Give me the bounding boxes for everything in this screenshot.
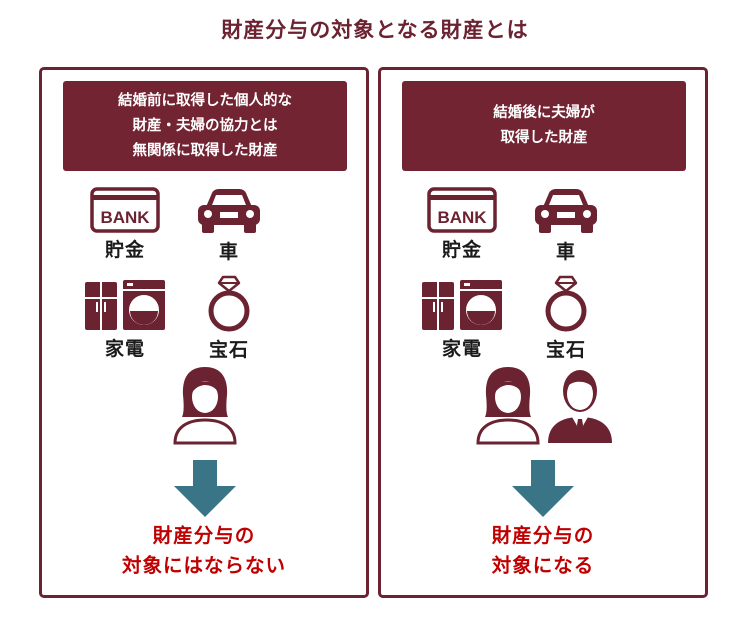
panel-header: 結婚前に取得した個人的な 財産・夫婦の協力とは 無関係に取得した財産 [63,81,347,171]
ring-icon [208,275,250,332]
asset-label: 車 [555,241,576,263]
man-icon [548,370,612,443]
asset-label: 車 [218,241,239,263]
asset-jewelry: 宝石 [521,273,611,362]
result-text: 財産分与の 対象にはならない [42,521,366,581]
header-line: 無関係に取得した財産 [132,142,278,159]
asset-appliances: 家電 [80,278,170,361]
asset-jewelry: 宝石 [184,273,274,362]
asset-label: 家電 [441,338,482,360]
asset-label: 貯金 [104,239,145,261]
result-line: 財産分与の [152,524,256,547]
woman-icon [173,367,237,445]
asset-savings: BANK 貯金 [417,187,507,262]
header-line: 結婚後に夫婦が [493,105,595,121]
panel-before-marriage: 結婚前に取得した個人的な 財産・夫婦の協力とは 無関係に取得した財産 BANK … [39,67,369,598]
header-line: 取得した財産 [500,130,588,146]
asset-appliances: 家電 [417,278,507,361]
asset-label: 宝石 [208,339,249,361]
header-line: 財産・夫婦の協力とは [132,117,278,134]
appliance-icon [85,280,165,330]
header-line: 結婚前に取得した個人的な [118,92,292,109]
page-title: 財産分与の対象となる財産とは [221,18,529,42]
woman-icon [476,367,540,445]
asset-label: 宝石 [545,339,586,361]
asset-label: 貯金 [441,239,482,261]
asset-car: 車 [521,187,611,264]
appliance-icon [422,280,502,330]
result-line: 財産分与の [491,524,595,547]
asset-label: 家電 [104,338,145,360]
ring-icon [545,275,587,332]
result-line: 対象になる [491,554,595,577]
panel-after-marriage: 結婚後に夫婦が 取得した財産 BANK 貯金 車 [378,67,708,598]
bank-icon: BANK [90,187,160,233]
down-arrow-icon [174,460,236,517]
result-line: 対象にはならない [121,554,286,577]
bank-text: BANK [100,208,150,227]
result-text: 財産分与の 対象になる [381,521,705,581]
bank-icon: BANK [427,187,497,233]
down-arrow-icon [512,460,574,517]
bank-text: BANK [437,208,487,227]
asset-car: 車 [184,187,274,264]
asset-savings: BANK 貯金 [80,187,170,262]
car-icon [198,189,260,233]
car-icon [535,189,597,233]
panel-header: 結婚後に夫婦が 取得した財産 [402,81,686,171]
